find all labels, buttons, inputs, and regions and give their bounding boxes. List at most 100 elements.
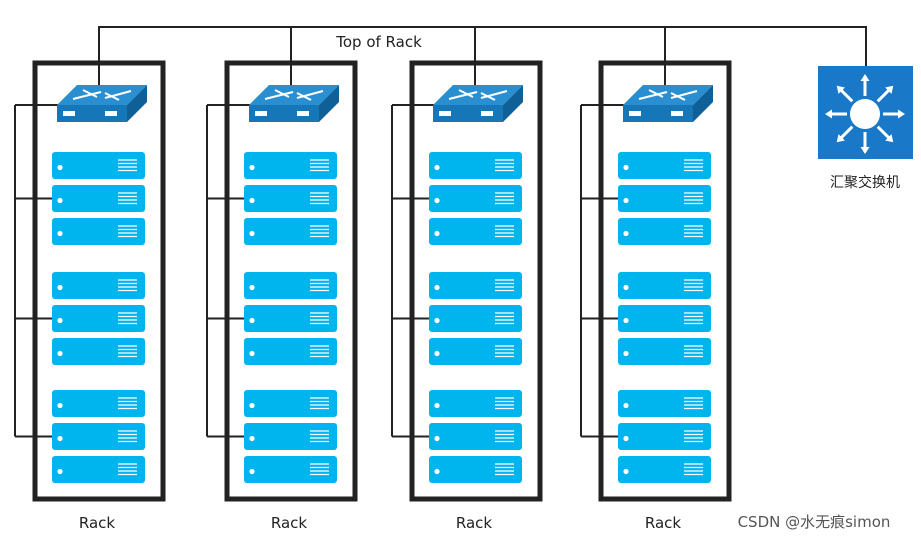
server-body <box>244 423 337 450</box>
server-led <box>249 402 255 409</box>
switch-arrow-2 <box>480 90 508 99</box>
switch-arrow-4 <box>104 92 120 101</box>
network-links <box>98 26 867 85</box>
server-body <box>52 185 145 212</box>
switch-front-face <box>249 105 319 122</box>
server-led <box>249 317 255 324</box>
server-unit <box>52 390 145 417</box>
server-unit <box>618 390 711 417</box>
server-body <box>52 423 145 450</box>
server-unit <box>429 338 522 365</box>
server-led <box>623 317 629 324</box>
rack-frame <box>598 60 732 502</box>
aggregation-switch-label: 汇聚交换机 <box>830 174 900 191</box>
server-unit <box>244 305 337 332</box>
rack-label: Rack <box>456 514 493 532</box>
server-body <box>244 390 337 417</box>
server-led <box>249 435 255 442</box>
server-unit <box>429 305 522 332</box>
server-unit <box>52 305 145 332</box>
switch-front-face <box>57 105 127 122</box>
server-body <box>52 152 145 179</box>
server-body <box>429 218 522 245</box>
server-led <box>57 435 63 442</box>
rack-2: Rack <box>206 60 358 532</box>
server-body <box>52 456 145 483</box>
switch-arrow-2 <box>104 90 132 99</box>
server-unit <box>618 338 711 365</box>
switch-port-right <box>671 111 683 116</box>
server-unit <box>618 305 711 332</box>
switch-front-face <box>623 105 693 122</box>
rack-frame <box>409 60 543 502</box>
switch-arrow-4 <box>480 92 496 101</box>
server-led <box>434 197 440 204</box>
server-unit <box>52 423 145 450</box>
server-led <box>249 197 255 204</box>
server-unit <box>52 218 145 245</box>
server-body <box>244 456 337 483</box>
server-unit <box>52 338 145 365</box>
rack-label: Rack <box>79 514 116 532</box>
server-led <box>57 317 63 324</box>
server-unit <box>244 423 337 450</box>
server-led <box>623 197 629 204</box>
aggregation-switch <box>818 66 913 159</box>
server-led <box>249 468 255 475</box>
server-body <box>429 338 522 365</box>
agg-arrow-head <box>885 85 894 94</box>
server-led <box>623 468 629 475</box>
server-body <box>244 272 337 299</box>
server-body <box>52 272 145 299</box>
switch-port-left <box>63 111 75 116</box>
server-body <box>429 152 522 179</box>
server-unit <box>618 218 711 245</box>
server-led <box>434 284 440 291</box>
server-unit <box>618 272 711 299</box>
server-unit <box>429 456 522 483</box>
server-led <box>249 164 255 171</box>
tor-switch-icon <box>433 85 523 122</box>
server-body <box>244 305 337 332</box>
watermark: CSDN @水无痕simon <box>738 513 891 531</box>
switch-port-right <box>105 111 117 116</box>
server-body <box>244 185 337 212</box>
server-body <box>618 390 711 417</box>
switch-port-left <box>255 111 267 116</box>
switch-top-face <box>623 85 713 105</box>
server-unit <box>618 456 711 483</box>
server-led <box>57 197 63 204</box>
server-body <box>52 390 145 417</box>
server-led <box>623 350 629 357</box>
server-body <box>429 390 522 417</box>
switch-top-face <box>249 85 339 105</box>
switch-arrow-2 <box>670 90 698 99</box>
server-unit <box>52 456 145 483</box>
switch-port-left <box>439 111 451 116</box>
switch-arrow-3 <box>458 89 474 98</box>
server-body <box>618 185 711 212</box>
server-unit <box>244 390 337 417</box>
switch-top-face <box>57 85 147 105</box>
switch-side-face <box>503 85 523 122</box>
switch-side-face <box>127 85 147 122</box>
rack-4: Rack <box>580 60 732 532</box>
server-body <box>429 423 522 450</box>
tor-switch-icon <box>623 85 713 122</box>
switch-arrow-3 <box>274 89 290 98</box>
server-body <box>429 185 522 212</box>
switch-front-face <box>433 105 503 122</box>
server-unit <box>429 272 522 299</box>
server-led <box>57 164 63 171</box>
rack-3: Rack <box>391 60 543 532</box>
rack-frame <box>224 60 358 502</box>
server-led <box>57 468 63 475</box>
agg-arrow-head <box>898 109 905 119</box>
tor-switch-icon <box>249 85 339 122</box>
switch-arrow-1 <box>638 91 668 100</box>
agg-center-circle <box>850 99 880 129</box>
top-of-rack-label: Top of Rack <box>335 33 422 51</box>
agg-arrow-head <box>860 74 870 81</box>
